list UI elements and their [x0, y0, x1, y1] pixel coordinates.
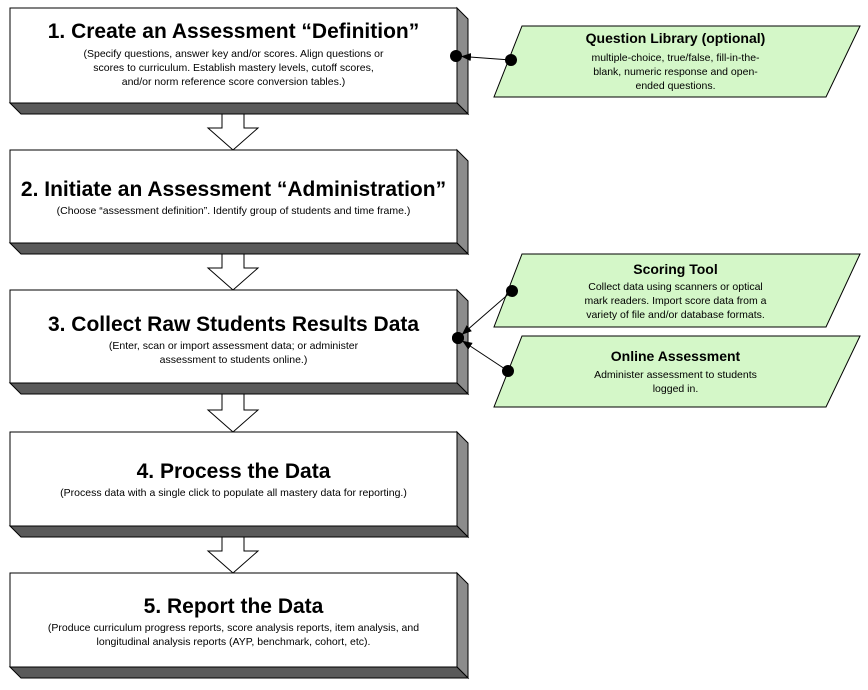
step-box [9, 149, 458, 244]
step-box [9, 7, 458, 104]
connector-dot [505, 54, 517, 66]
step-description-line: assessment to students online.) [160, 354, 308, 366]
step-description-line: (Enter, scan or import assessment data; … [109, 340, 359, 352]
connector-line [457, 337, 509, 372]
step-3: 3. Collect Raw Students Results Data (Ent… [8, 288, 470, 396]
step-bottom-face [8, 525, 470, 538]
step-description-line: longitudinal analysis reports (AYP, benc… [97, 636, 371, 648]
connector-dot [452, 332, 464, 344]
connector-line [457, 290, 513, 339]
tool-connectors [450, 50, 518, 377]
tool-1: Question Library (optional) multiple-choi… [493, 25, 861, 98]
step-description-line: (Choose “assessment definition”. Identif… [57, 205, 411, 217]
tool-description-line: ended questions. [636, 80, 716, 92]
step-1: 1. Create an Assessment “Definition” (Spe… [8, 6, 470, 116]
tool-description-line: multiple-choice, true/false, fill-in-the… [591, 52, 760, 64]
connector-dot [450, 50, 462, 62]
step-description-line: and/or norm reference score conversion t… [122, 76, 346, 88]
connector [450, 50, 517, 66]
step-bottom-face [8, 382, 470, 395]
connector [452, 332, 514, 377]
step-box [9, 289, 458, 384]
tool-parallelogram [493, 25, 861, 98]
step-5: 5. Report the Data (Produce curriculum pr… [8, 571, 470, 680]
tool-description-line: variety of file and/or database formats. [586, 309, 765, 321]
step-box [9, 431, 458, 527]
step-bottom-face [8, 242, 470, 255]
step-description-line: (Produce curriculum progress reports, sc… [48, 622, 419, 634]
step-side-face [456, 571, 469, 680]
step-description-line: scores to curriculum. Establish mastery … [93, 62, 374, 74]
step-side-face [456, 148, 469, 256]
step-box [9, 572, 458, 668]
step-4: 4. Process the Data (Process data with a … [8, 430, 470, 539]
tool-title: Scoring Tool [633, 261, 718, 277]
tool-parallelogram [493, 335, 861, 408]
tool-boxes: Question Library (optional) multiple-choi… [493, 25, 861, 408]
step-side-face [456, 430, 469, 539]
connector-dot [502, 365, 514, 377]
step-description-line: (Specify questions, answer key and/or sc… [84, 48, 384, 60]
tool-title: Question Library (optional) [586, 30, 766, 46]
tool-description-line: blank, numeric response and open- [593, 66, 758, 78]
tool-description-line: Administer assessment to students [594, 369, 757, 381]
step-title: 2. Initiate an Assessment “Administratio… [21, 178, 446, 201]
step-title: 1. Create an Assessment “Definition” [48, 20, 420, 43]
step-title: 5. Report the Data [144, 595, 324, 618]
connector-line [455, 53, 512, 62]
tool-description-line: Collect data using scanners or optical [588, 281, 763, 293]
process-steps: 1. Create an Assessment “Definition” (Spe… [8, 6, 470, 680]
tool-description-line: logged in. [653, 383, 699, 395]
step-title: 4. Process the Data [137, 460, 331, 483]
tool-title: Online Assessment [611, 348, 741, 364]
tool-description-line: mark readers. Import score data from a [584, 295, 766, 307]
tool-parallelogram [493, 253, 861, 328]
step-title: 3. Collect Raw Students Results Data [48, 313, 419, 336]
step-bottom-face [8, 666, 470, 679]
step-2: 2. Initiate an Assessment “Administratio… [8, 148, 470, 256]
step-bottom-face [8, 102, 470, 115]
step-description-line: (Process data with a single click to pop… [60, 487, 407, 499]
connector-dot [506, 285, 518, 297]
